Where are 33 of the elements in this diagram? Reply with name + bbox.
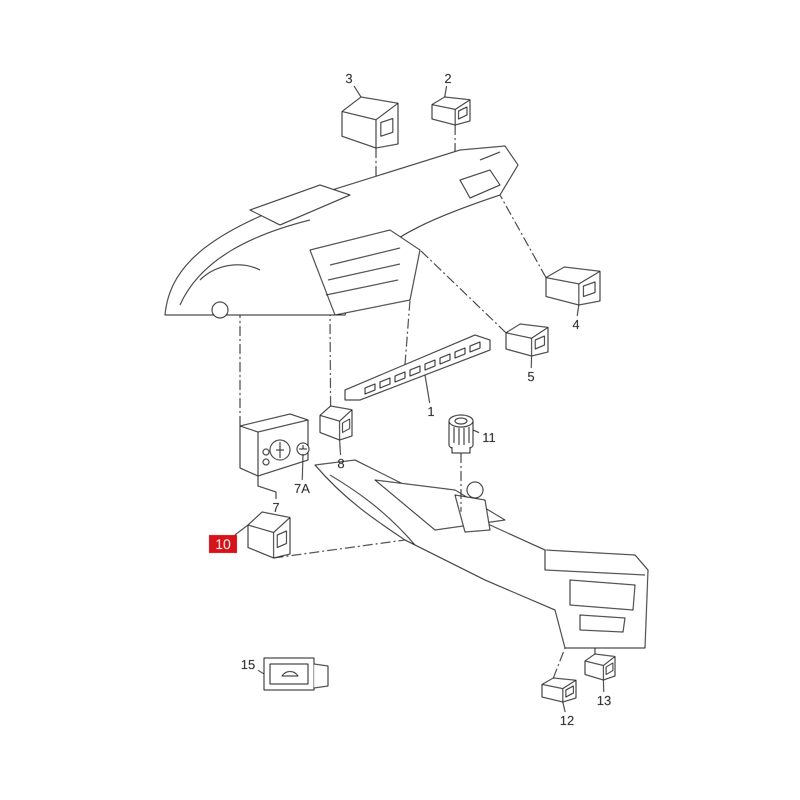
callout-number: 5 — [523, 368, 539, 384]
installation-line — [454, 124, 456, 152]
callout-number: 15 — [238, 656, 258, 672]
leader-line — [530, 356, 532, 368]
leader-line — [424, 374, 430, 404]
leader-line — [602, 680, 604, 692]
leader-line — [234, 524, 248, 536]
leader-line — [258, 476, 276, 500]
leader-line — [562, 702, 566, 712]
callout-number: 4 — [568, 316, 584, 332]
installation-line — [404, 300, 410, 366]
callout-number: 12 — [557, 712, 577, 728]
leader-line — [339, 440, 342, 456]
installation-line — [330, 314, 332, 406]
leader-line — [258, 670, 264, 674]
leader-line — [444, 86, 448, 98]
installation-line — [420, 250, 506, 334]
leader-line — [472, 430, 480, 434]
installation-line — [500, 194, 546, 278]
callout-number: 7A — [290, 480, 314, 496]
leader-line — [576, 304, 580, 316]
callout-number: 11 — [479, 429, 499, 445]
installation-line — [552, 648, 566, 678]
leader-line — [354, 86, 362, 98]
callout-number: 1 — [424, 403, 438, 419]
callout-number: 3 — [340, 70, 358, 86]
installation-line — [594, 648, 596, 654]
leader-line — [302, 454, 304, 480]
installation-line — [273, 540, 406, 558]
callout-number: 7 — [268, 499, 284, 515]
callout-number: 13 — [594, 692, 614, 708]
callout-number: 10 — [209, 535, 237, 553]
callout-number: 2 — [439, 70, 457, 86]
